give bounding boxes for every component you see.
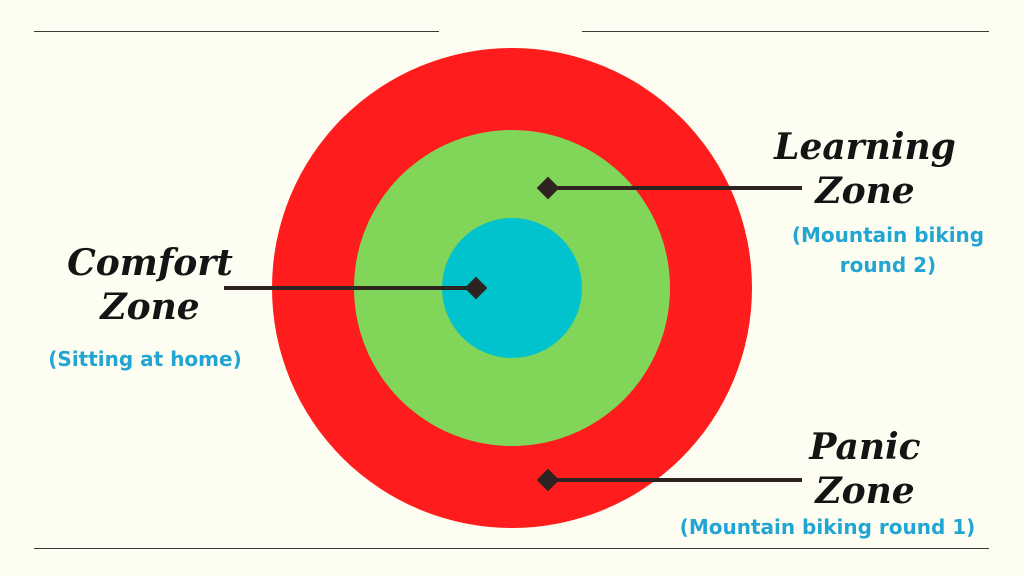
panic-zone-title-line1: Panic <box>809 426 921 468</box>
panic-zone-title: Panic Zone <box>770 425 960 513</box>
comfort-zone-example: (Sitting at home) <box>48 347 242 371</box>
panic-pointer-diamond <box>536 468 560 492</box>
comfort-zone-title-line1: Comfort <box>67 242 233 284</box>
top-right-divider <box>582 31 989 32</box>
panic-zone-pointer <box>536 468 802 492</box>
comfort-zone-pointer <box>224 276 488 300</box>
learning-zone-example: (Mountain biking round 2) <box>768 220 1008 280</box>
comfort-pointer-diamond <box>464 276 488 300</box>
top-left-divider <box>34 31 439 32</box>
comfort-zone-title-line2: Zone <box>100 286 200 328</box>
bottom-divider <box>34 548 989 549</box>
learning-zone-title: Learning Zone <box>770 125 960 213</box>
comfort-zone-title: Comfort Zone <box>60 241 240 329</box>
learning-zone-example-line2: round 2) <box>839 253 937 277</box>
panic-zone-example: (Mountain biking round 1) <box>679 515 976 539</box>
learning-zone-title-line1: Learning <box>774 126 956 168</box>
learning-zone-title-line2: Zone <box>815 170 915 212</box>
learning-zone-example-line1: (Mountain biking <box>791 223 985 247</box>
comfort-zone-core <box>442 218 582 358</box>
panic-zone-title-line2: Zone <box>815 470 915 512</box>
